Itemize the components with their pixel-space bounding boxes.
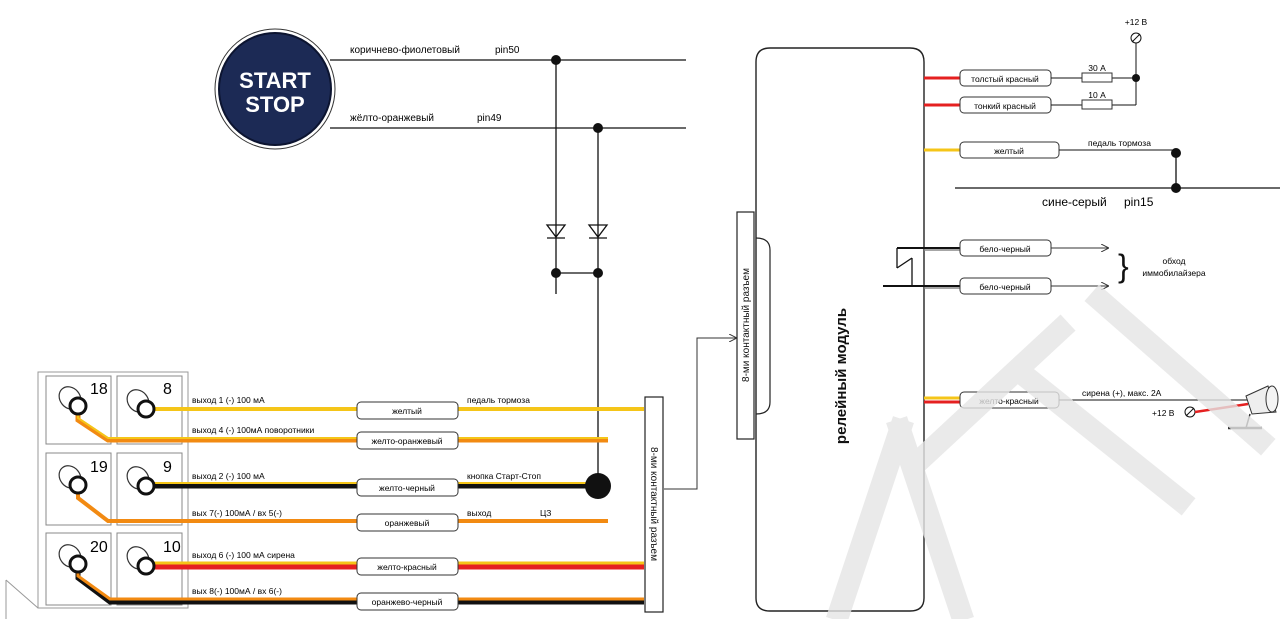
- brake-label: педаль тормоза: [1088, 138, 1151, 148]
- wire-box-yellow-red: желто-красный: [356, 557, 459, 576]
- junction-dot: [551, 55, 561, 65]
- watermark: [826, 284, 1276, 624]
- siren-label: сирена (+), макс. 2А: [1082, 388, 1162, 398]
- output-label-2: выход 2 (-) 100 мА: [192, 471, 265, 481]
- junction-dot-large: [585, 473, 611, 499]
- fuse-icon: [1081, 99, 1113, 110]
- wire-label-pin50: pin50: [495, 45, 520, 56]
- blue-gray-label: сине-серый: [1042, 195, 1107, 209]
- pin-number-8: 8: [163, 381, 172, 398]
- immobilizer-section: бело-черный бело-черный } обход иммобила…: [883, 239, 1206, 295]
- fuse-30-label: 30 А: [1088, 63, 1106, 73]
- pin-number-18: 18: [90, 381, 108, 398]
- wire-label-brown-violet: коричнево-фиолетовый: [350, 44, 460, 56]
- svg-text:желтый: желтый: [392, 406, 422, 416]
- immobilizer-label-line1: обход: [1163, 256, 1186, 266]
- siren-box: желто-красный: [979, 396, 1039, 406]
- power-section: толстый красный тонкий красный 30 А 10 А…: [924, 17, 1148, 114]
- svg-text:оранжевый: оранжевый: [385, 518, 430, 528]
- brake-section: желтый педаль тормоза сине-серый pin15: [924, 138, 1280, 209]
- pin-socket-icon: [126, 546, 156, 576]
- fuse-icon: [1081, 72, 1113, 83]
- output-label-8: вых 8(-) 100мА / вх 6(-): [192, 586, 282, 596]
- stop-label: STOP: [245, 92, 305, 117]
- pin-number-9: 9: [163, 459, 172, 476]
- wire-box-orange: оранжевый: [356, 513, 459, 532]
- relay-connector: 8-ми контактный разъем: [736, 211, 771, 440]
- thin-red-box: тонкий красный: [974, 101, 1036, 111]
- output-note-start-stop: кнопка Старт-Стоп: [467, 471, 541, 481]
- pin-number-20: 20: [90, 539, 108, 556]
- plus12-label: +12 В: [1125, 17, 1148, 27]
- wire-label-pin49: pin49: [477, 113, 502, 124]
- pin-number-19: 19: [90, 459, 108, 476]
- left-connector: 8-ми контактный разъем: [644, 396, 664, 613]
- connector-link: [664, 338, 736, 490]
- output-note-output: выход: [467, 508, 491, 518]
- output-label-6: выход 6 (-) 100 мА сирена: [192, 550, 295, 560]
- thick-red-box: толстый красный: [971, 74, 1039, 84]
- output-note-cz: ЦЗ: [540, 508, 551, 518]
- junction-dot: [551, 268, 561, 278]
- diode-icon: [545, 224, 567, 239]
- top-wires: [330, 59, 686, 485]
- output-label-1: выход 1 (-) 100 мА: [192, 395, 265, 405]
- wire-box-yellow-orange: желто-оранжевый: [356, 431, 459, 450]
- svg-text:оранжево-черный: оранжево-черный: [372, 597, 443, 607]
- immobilizer-label-line2: иммобилайзера: [1142, 268, 1205, 278]
- relay-module-title: релейный модуль: [833, 308, 850, 444]
- wire-box-yellow-black: желто-черный: [356, 478, 459, 497]
- junction-dot: [593, 268, 603, 278]
- siren-plus12-label: +12 В: [1152, 408, 1175, 418]
- output-label-4: выход 4 (-) 100мА поворотники: [192, 425, 314, 435]
- pin-socket-icon: [58, 386, 88, 416]
- relay-module: релейный модуль: [755, 47, 925, 612]
- output-label-7: вых 7(-) 100мА / вх 5(-): [192, 508, 282, 518]
- start-label: START: [239, 68, 311, 93]
- left-connector-label: 8-ми контактный разъем: [648, 447, 659, 561]
- pin-socket-icon: [126, 389, 156, 419]
- wire-label-yellow-orange: жёлто-оранжевый: [350, 113, 434, 124]
- wire-box-yellow: желтый: [356, 401, 459, 420]
- pin-socket-icon: [126, 466, 156, 496]
- immobilizer-box-1: бело-черный: [979, 244, 1031, 254]
- pin15-label: pin15: [1124, 195, 1154, 209]
- output-note-brake: педаль тормоза: [467, 395, 530, 405]
- svg-text:желто-красный: желто-красный: [377, 562, 437, 572]
- brake-box: желтый: [994, 146, 1024, 156]
- relay-connector-label: 8-ми контактный разъем: [741, 268, 752, 382]
- wire-box-orange-black: оранжево-черный: [356, 592, 459, 611]
- pin-socket-icon: [58, 465, 88, 495]
- pin-number-10: 10: [163, 539, 181, 556]
- brace-icon: }: [1118, 248, 1129, 284]
- start-stop-button: START STOP: [214, 28, 336, 150]
- immobilizer-box-2: бело-черный: [979, 282, 1031, 292]
- junction-dot: [593, 123, 603, 133]
- diode-icon: [587, 224, 609, 239]
- fuse-10-label: 10 А: [1088, 90, 1106, 100]
- pin-socket-icon: [58, 544, 88, 574]
- svg-text:желто-оранжевый: желто-оранжевый: [371, 436, 442, 446]
- svg-text:желто-черный: желто-черный: [379, 483, 435, 493]
